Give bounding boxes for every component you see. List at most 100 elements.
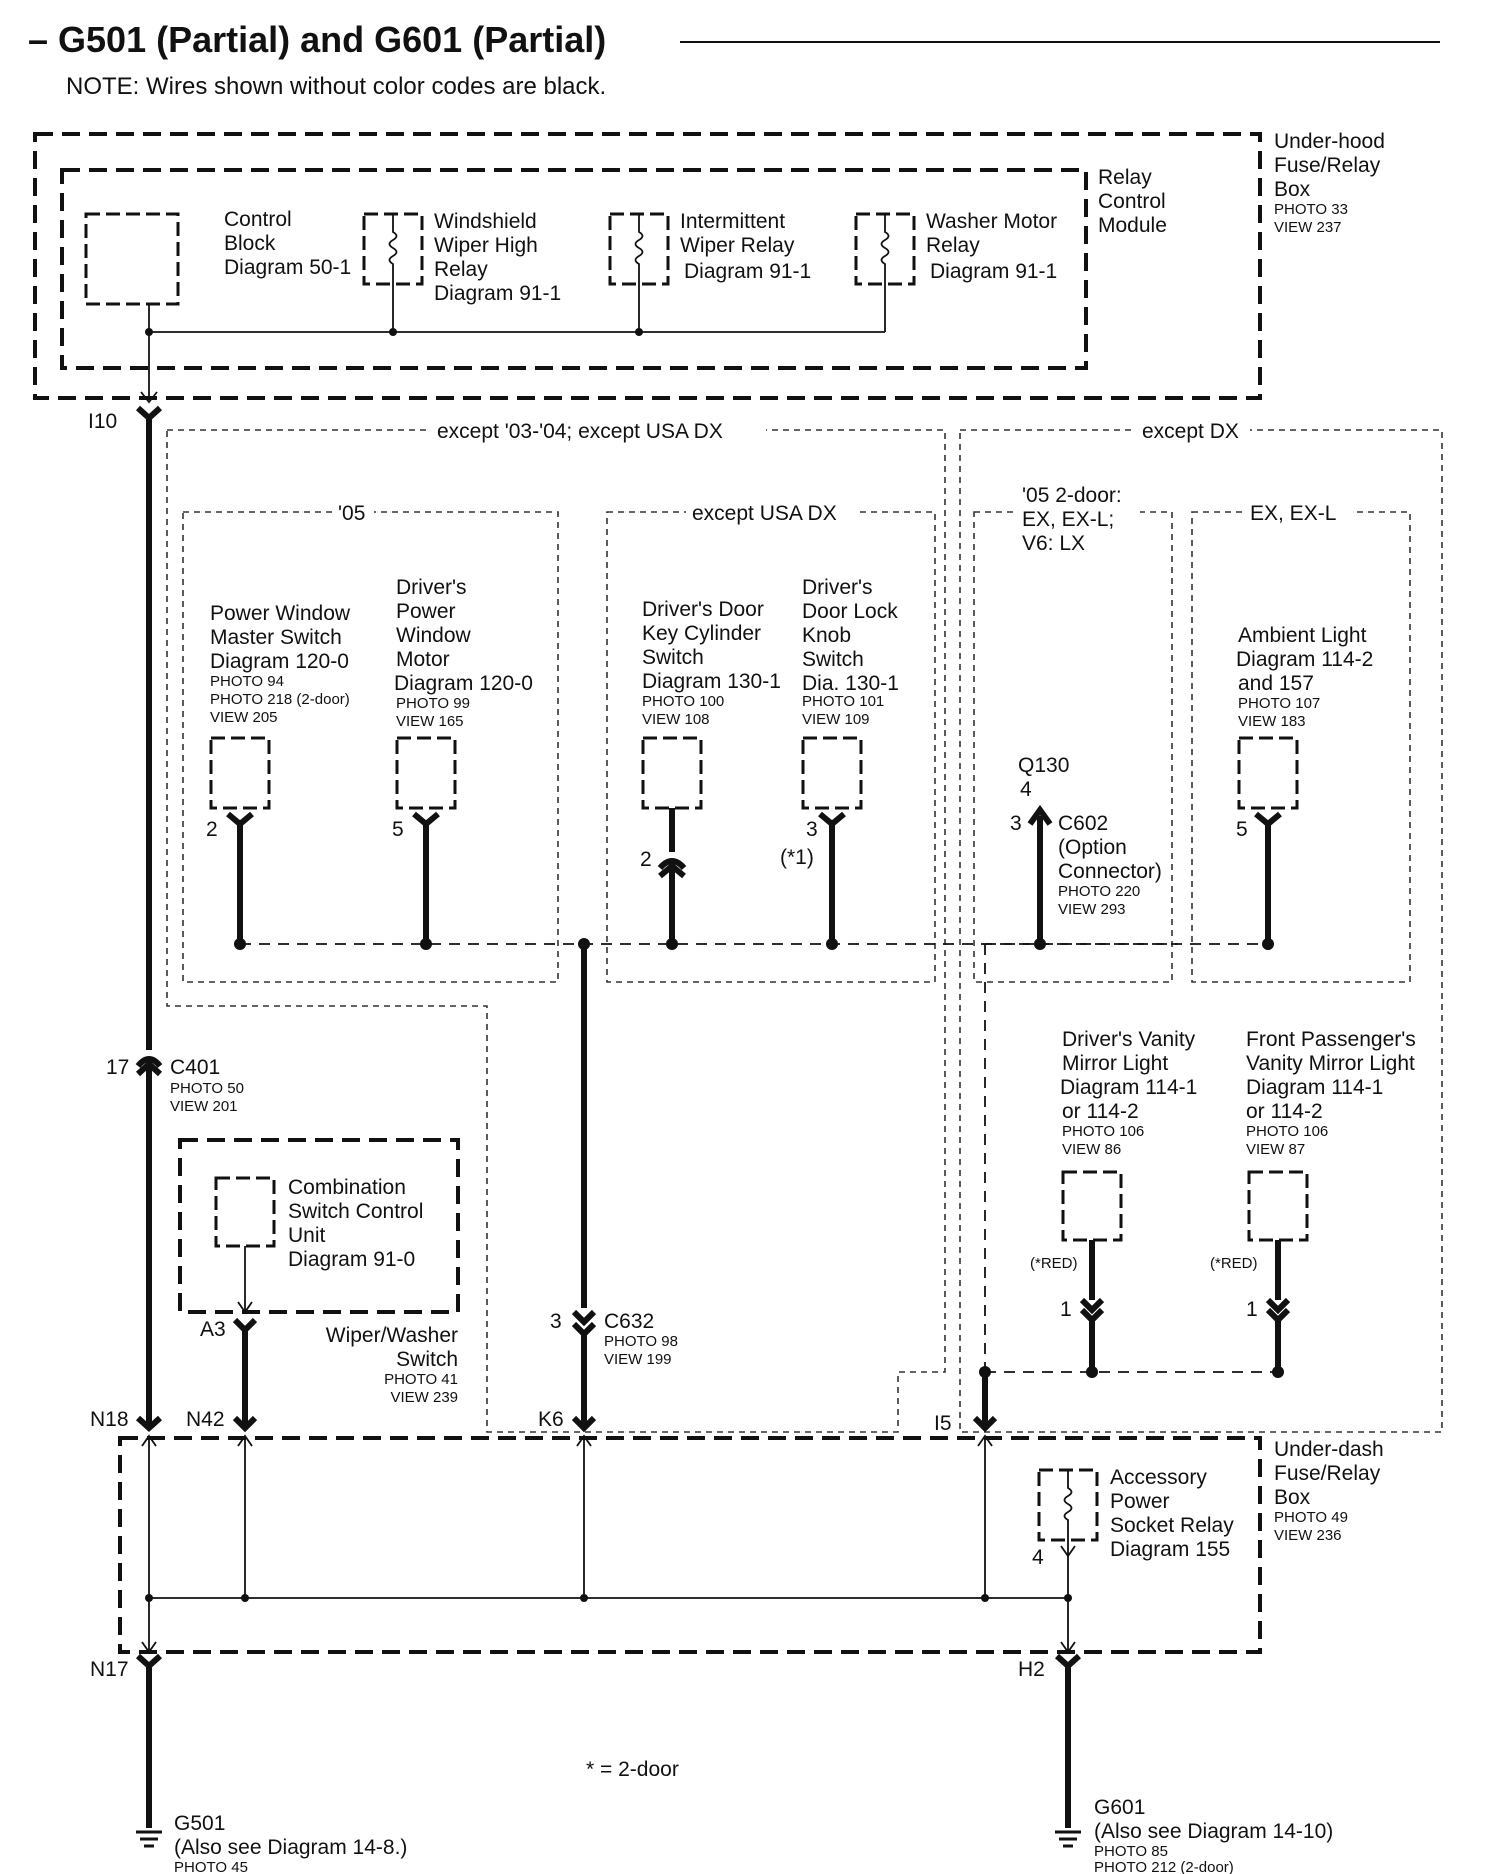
svg-text:Diagram 114-2: Diagram 114-2 xyxy=(1236,648,1373,671)
power-window-master-switch-label: Power Window Master Switch Diagram 120-0… xyxy=(210,602,351,726)
svg-text:EX, EX-L;: EX, EX-L; xyxy=(1022,508,1114,531)
svg-text:Door Lock: Door Lock xyxy=(802,600,898,623)
svg-text:Diagram 120-0: Diagram 120-0 xyxy=(394,672,533,695)
svg-text:3: 3 xyxy=(550,1310,562,1333)
svg-text:Module: Module xyxy=(1098,214,1167,237)
svg-text:Knob: Knob xyxy=(802,624,851,647)
footnote-2door: * = 2-door xyxy=(586,1758,679,1781)
svg-text:Fuse/Relay: Fuse/Relay xyxy=(1274,1462,1381,1485)
ambient-light xyxy=(1237,736,1299,810)
color-note: NOTE: Wires shown without color codes ar… xyxy=(66,73,606,100)
svg-text:PHOTO 99: PHOTO 99 xyxy=(396,695,470,712)
module-ground-bus xyxy=(140,284,886,404)
svg-text:Switch: Switch xyxy=(396,1348,458,1371)
svg-text:VIEW 108: VIEW 108 xyxy=(642,711,710,728)
svg-text:17: 17 xyxy=(106,1056,129,1079)
svg-text:(Option: (Option xyxy=(1058,836,1127,859)
relay-control-module-box xyxy=(60,168,1088,370)
svg-text:Q130: Q130 xyxy=(1018,754,1069,777)
svg-text:(Also see Diagram 14-8.): (Also see Diagram 14-8.) xyxy=(174,1836,407,1859)
svg-text:Switch Control: Switch Control xyxy=(288,1200,423,1223)
svg-text:PHOTO 41: PHOTO 41 xyxy=(384,1371,458,1388)
pw-master-wire xyxy=(226,811,254,942)
key-cylinder-switch-label: Driver's Door Key Cylinder Switch Diagra… xyxy=(642,598,781,728)
svg-text:Washer Motor: Washer Motor xyxy=(926,210,1057,233)
svg-text:Control: Control xyxy=(224,208,292,231)
cond-ex-exl: EX, EX-L xyxy=(1250,502,1336,525)
svg-text:PHOTO 100: PHOTO 100 xyxy=(642,693,724,710)
ambient-light-label: Ambient Light Diagram 114-2 and 157 PHOT… xyxy=(1236,624,1373,730)
svg-text:Front Passenger's: Front Passenger's xyxy=(1246,1028,1416,1051)
ambient-wire xyxy=(1254,811,1282,942)
svg-text:Master Switch: Master Switch xyxy=(210,626,342,649)
cond-05: '05 xyxy=(338,502,365,525)
under-hood-fuse-box xyxy=(33,132,1262,400)
wiper-washer-switch-box xyxy=(178,1138,460,1314)
page-title: – G501 (Partial) and G601 (Partial) xyxy=(28,19,606,60)
svg-text:VIEW 199: VIEW 199 xyxy=(604,1351,672,1368)
svg-text:VIEW 109: VIEW 109 xyxy=(802,711,870,728)
combination-unit-wire xyxy=(232,1246,258,1433)
c602-wire xyxy=(1027,804,1053,942)
terminal-i5: I5 xyxy=(934,1412,952,1435)
svg-text:C401: C401 xyxy=(170,1056,220,1079)
svg-text:PHOTO 49: PHOTO 49 xyxy=(1274,1509,1348,1526)
svg-text:C602: C602 xyxy=(1058,812,1108,835)
under-dash-internal-bus xyxy=(141,1434,1072,1654)
cond-except-0304: except '03-'04; except USA DX xyxy=(437,420,723,443)
passenger-vanity-pin: 1 xyxy=(1246,1298,1258,1321)
passenger-vanity-wire-color: (*RED) xyxy=(1210,1255,1258,1272)
svg-text:Switch: Switch xyxy=(802,648,864,671)
g601-ground-label: G601 (Also see Diagram 14-10) PHOTO 85 P… xyxy=(1094,1796,1333,1874)
svg-text:Relay: Relay xyxy=(1098,166,1152,189)
driver-vanity-mirror-label: Driver's Vanity Mirror Light Diagram 114… xyxy=(1060,1028,1197,1158)
g601-wire xyxy=(1054,1653,1082,1848)
combination-unit-label: Combination Switch Control Unit Diagram … xyxy=(288,1176,423,1271)
svg-text:VIEW 165: VIEW 165 xyxy=(396,713,464,730)
svg-text:PHOTO 98: PHOTO 98 xyxy=(604,1333,678,1350)
under-dash-label: Under-dash Fuse/Relay Box PHOTO 49 VIEW … xyxy=(1274,1438,1384,1544)
svg-text:G601: G601 xyxy=(1094,1796,1145,1819)
svg-text:VIEW 183: VIEW 183 xyxy=(1238,713,1306,730)
svg-text:PHOTO 94: PHOTO 94 xyxy=(210,673,284,690)
svg-text:Power: Power xyxy=(1110,1490,1170,1513)
region-ex-exl xyxy=(1191,511,1411,983)
svg-text:Driver's Door: Driver's Door xyxy=(642,598,764,621)
pw-motor-wire xyxy=(412,811,440,942)
lock-knob-pin: 3 xyxy=(806,818,818,841)
washer-motor-relay-label: Washer Motor Relay Diagram 91-1 xyxy=(926,210,1057,283)
relay-control-module-label: Relay Control Module xyxy=(1098,166,1167,237)
svg-text:and 157: and 157 xyxy=(1238,672,1314,695)
svg-text:Power: Power xyxy=(396,600,456,623)
svg-text:Combination: Combination xyxy=(288,1176,406,1199)
svg-text:Under-hood: Under-hood xyxy=(1274,130,1385,153)
power-window-master-switch xyxy=(209,736,271,810)
c401-connector-label: 17 C401 PHOTO 50 VIEW 201 xyxy=(106,1056,244,1115)
svg-text:Diagram 155: Diagram 155 xyxy=(1110,1538,1230,1561)
accessory-relay-pin: 4 xyxy=(1032,1546,1044,1569)
power-window-motor xyxy=(395,736,457,810)
upper-ground-bus xyxy=(234,938,1274,950)
svg-text:Under-dash: Under-dash xyxy=(1274,1438,1384,1461)
svg-text:Unit: Unit xyxy=(288,1224,326,1247)
svg-text:VIEW 205: VIEW 205 xyxy=(210,709,278,726)
svg-text:Motor: Motor xyxy=(396,648,450,671)
svg-text:Fuse/Relay: Fuse/Relay xyxy=(1274,154,1381,177)
svg-text:PHOTO 106: PHOTO 106 xyxy=(1246,1123,1328,1140)
ambient-pin: 5 xyxy=(1236,818,1248,841)
region-except-usa-dx xyxy=(606,511,936,983)
svg-text:Wiper/Washer: Wiper/Washer xyxy=(326,1324,458,1347)
passenger-vanity-wire xyxy=(1265,1240,1291,1372)
driver-vanity-wire-color: (*RED) xyxy=(1030,1255,1078,1272)
under-hood-label: Under-hood Fuse/Relay Box PHOTO 33 VIEW … xyxy=(1274,130,1385,236)
svg-text:Accessory: Accessory xyxy=(1110,1466,1207,1489)
svg-text:VIEW 237: VIEW 237 xyxy=(1274,219,1342,236)
terminal-k6: K6 xyxy=(538,1408,564,1431)
svg-text:Relay: Relay xyxy=(434,258,488,281)
svg-text:Block: Block xyxy=(224,232,276,255)
svg-text:PHOTO 45: PHOTO 45 xyxy=(174,1859,248,1874)
svg-text:Control: Control xyxy=(1098,190,1166,213)
svg-text:Box: Box xyxy=(1274,1486,1311,1509)
svg-text:PHOTO 101: PHOTO 101 xyxy=(802,693,884,710)
cond-except-dx: except DX xyxy=(1142,420,1239,443)
